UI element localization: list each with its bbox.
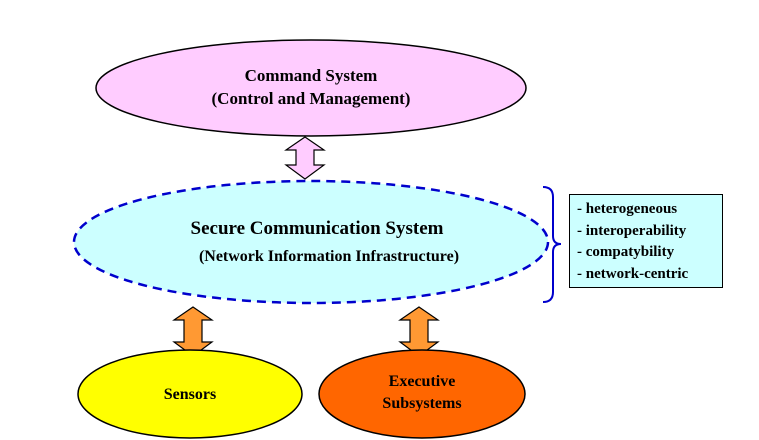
secure-communication-title: Secure Communication System bbox=[191, 218, 444, 239]
command-secure-arrow bbox=[284, 136, 326, 180]
sensors-label: Sensors bbox=[164, 386, 216, 403]
secure-communication-subtitle: (Network Information Infrastructure) bbox=[199, 248, 459, 265]
property-item-compatybility: - compatybility bbox=[577, 244, 675, 260]
command-system-subtitle: (Control and Management) bbox=[212, 89, 411, 108]
executive-subsystems-ellipse bbox=[318, 349, 526, 439]
command-system-ellipse bbox=[95, 39, 527, 137]
command-system-title: Command System bbox=[245, 66, 378, 85]
executive-subsystems-node: Executive Subsystems bbox=[318, 349, 526, 439]
secure-sensors-arrow bbox=[172, 306, 214, 357]
properties-bracket bbox=[542, 186, 562, 303]
sensors-ellipse bbox=[77, 349, 303, 439]
executive-subsystems-title: Executive bbox=[389, 373, 456, 390]
property-item-heterogeneous: - heterogeneous bbox=[577, 201, 678, 217]
command-system-node: Command System (Control and Management) bbox=[95, 39, 527, 137]
property-item-interoperability: - interoperability bbox=[577, 222, 687, 239]
secure-communication-ellipse bbox=[72, 179, 550, 305]
executive-subsystems-subtitle: Subsystems bbox=[382, 395, 461, 412]
property-item-network-centric: - network-centric bbox=[577, 265, 689, 282]
secure-executive-arrow bbox=[398, 306, 440, 357]
secure-communication-node: Secure Communication System (Network Inf… bbox=[72, 179, 550, 305]
sensors-node: Sensors bbox=[77, 349, 303, 439]
properties-box: - heterogeneous - interoperability - com… bbox=[569, 194, 723, 288]
